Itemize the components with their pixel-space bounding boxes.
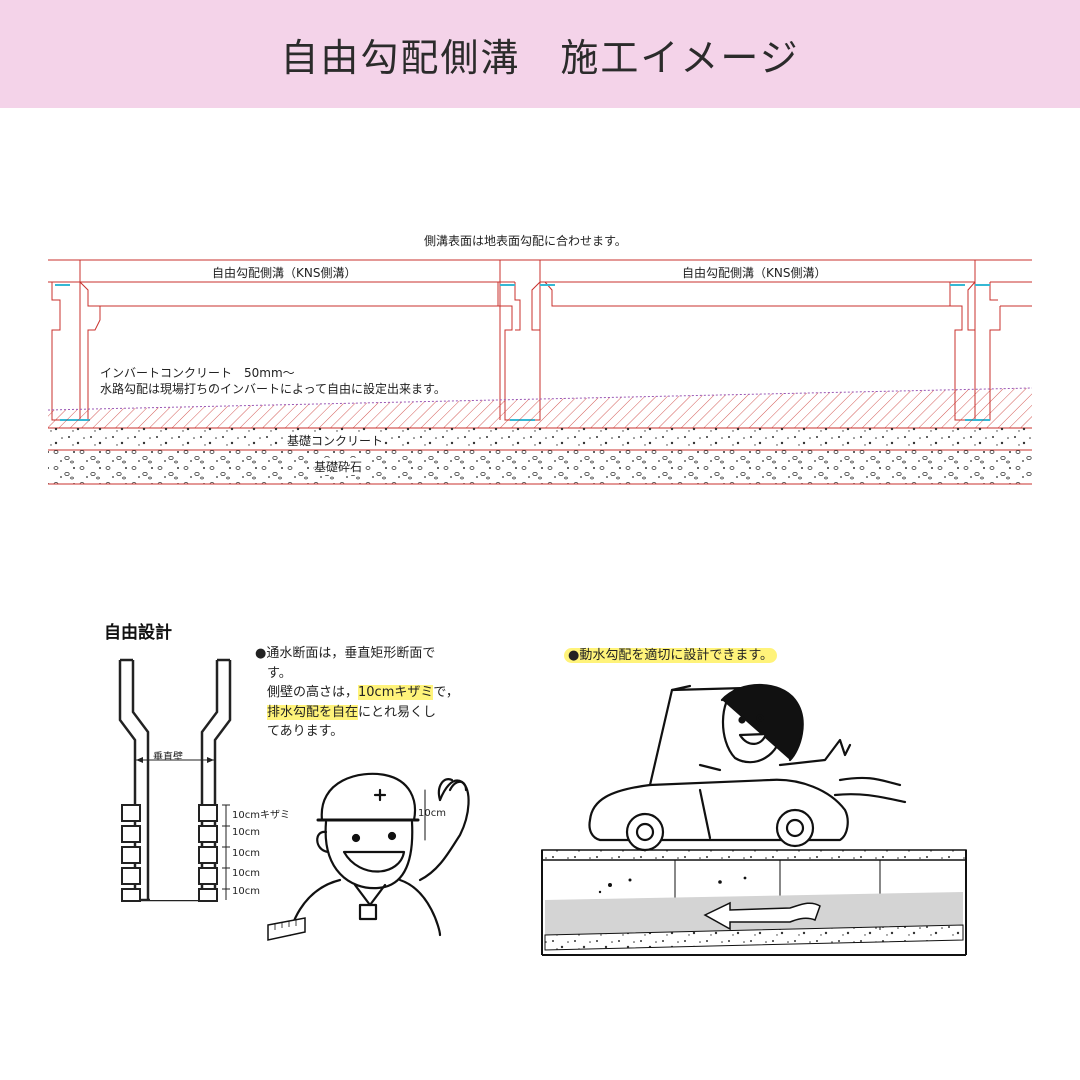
pitch-label-5: 10cm bbox=[232, 886, 260, 897]
wall-step-blocks bbox=[121, 804, 218, 902]
note-line-4-post: にとれ易くし bbox=[358, 704, 437, 720]
vertical-wall-label: 垂直壁 bbox=[153, 752, 183, 763]
flow-note: ●動水勾配を適切に設計できます。 bbox=[564, 646, 778, 666]
note-line-3: 側壁の高さは，10cmキザミで， bbox=[255, 683, 465, 703]
foundation-concrete-band bbox=[48, 428, 1032, 450]
pitch-ticks bbox=[222, 804, 230, 900]
foundation-concrete-label: 基礎コンクリート bbox=[287, 432, 384, 449]
worker-illustration bbox=[288, 772, 470, 937]
pitch-label-4: 10cm bbox=[232, 868, 260, 879]
foundation-gravel-label: 基礎砕石 bbox=[314, 458, 363, 475]
ruler-illustration bbox=[267, 917, 306, 941]
channel-label-1: 自由勾配側溝（KNS側溝） bbox=[212, 266, 357, 280]
note-highlight-pitch: 10cmキザミ bbox=[358, 685, 434, 700]
page-title: 自由勾配側溝 施工イメージ bbox=[280, 35, 800, 80]
invert-concrete bbox=[48, 388, 1032, 428]
invert-description: 水路勾配は現場打ちのインバートによって自由に設定出来ます。 bbox=[100, 382, 446, 396]
note-highlight-slope: 排水勾配を自在 bbox=[267, 704, 359, 720]
note-line-1: ●通水断面は，垂直矩形断面で bbox=[255, 646, 436, 661]
note-line-3-pre: 側壁の高さは， bbox=[267, 685, 359, 700]
invert-label: インバートコンクリート 50mm～ bbox=[100, 366, 295, 380]
drain-channel-illustration bbox=[541, 849, 967, 956]
flow-note-text: ●動水勾配を適切に設計できます。 bbox=[564, 648, 778, 663]
pitch-label-2: 10cm bbox=[232, 827, 260, 838]
note-line-2: す。 bbox=[267, 665, 292, 681]
channel-unit-1 bbox=[48, 260, 515, 420]
page-header: 自由勾配側溝 施工イメージ bbox=[0, 0, 1080, 108]
car-illustration bbox=[588, 683, 907, 852]
section-title-free-design: 自由設計 bbox=[104, 623, 172, 643]
pitch-label-1: 10cmキザミ bbox=[232, 810, 290, 821]
note-line-3-post: で， bbox=[433, 685, 459, 700]
foundation-gravel-band bbox=[48, 450, 1032, 484]
note-line-5: てあります。 bbox=[267, 724, 344, 739]
free-design-note: ●通水断面は，垂直矩形断面で す。 側壁の高さは，10cmキザミで， 排水勾配を… bbox=[255, 644, 465, 742]
surface-note: 側溝表面は地表面勾配に合わせます。 bbox=[424, 234, 627, 248]
note-line-4: 排水勾配を自在にとれ易くし bbox=[255, 703, 465, 723]
helmet-dimension-label: 10cm bbox=[418, 808, 446, 819]
channel-label-2: 自由勾配側溝（KNS側溝） bbox=[682, 266, 827, 280]
pitch-label-3: 10cm bbox=[232, 848, 260, 859]
